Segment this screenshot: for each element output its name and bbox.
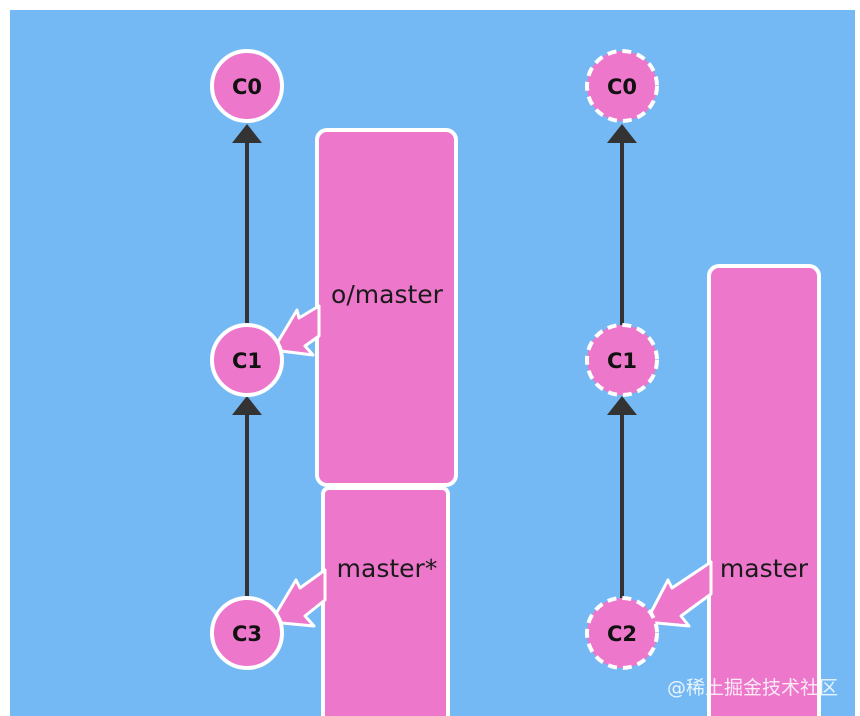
commit-label: C3 xyxy=(232,622,262,646)
commit-node-c0[interactable]: C0 xyxy=(210,49,284,123)
branch-pointer-master xyxy=(644,560,713,628)
commit-label: C1 xyxy=(607,349,637,373)
commit-node-c0[interactable]: C0 xyxy=(585,49,659,123)
commit-node-c2[interactable]: C2 xyxy=(585,596,659,670)
branch-pointer-master xyxy=(269,568,327,628)
commit-node-c1[interactable]: C1 xyxy=(210,323,284,397)
right-graph: master C0 C1 C2 xyxy=(585,49,821,716)
commit-label: C0 xyxy=(607,75,637,99)
branch-box-master[interactable] xyxy=(707,264,821,716)
edge-arrowhead-c0 xyxy=(607,124,637,143)
commit-label: C2 xyxy=(607,622,637,646)
edge-arrowhead-c1 xyxy=(607,396,637,415)
branch-box-master[interactable] xyxy=(321,486,450,716)
commit-node-c1[interactable]: C1 xyxy=(585,323,659,397)
left-graph: o/master master* C0 C1 C3 xyxy=(210,49,458,716)
commit-label: C0 xyxy=(232,75,262,99)
branch-label-master-star: master* xyxy=(337,554,438,583)
branch-label-master: master xyxy=(720,554,809,583)
edge-arrowhead-c0 xyxy=(232,124,262,143)
commit-label: C1 xyxy=(232,349,262,373)
branch-label-o-master: o/master xyxy=(331,280,444,309)
watermark: @稀土掘金技术社区 xyxy=(667,677,838,699)
commit-node-c3[interactable]: C3 xyxy=(210,596,284,670)
branch-pointer-o-master xyxy=(271,304,321,357)
edge-arrowhead-c1 xyxy=(232,396,262,415)
